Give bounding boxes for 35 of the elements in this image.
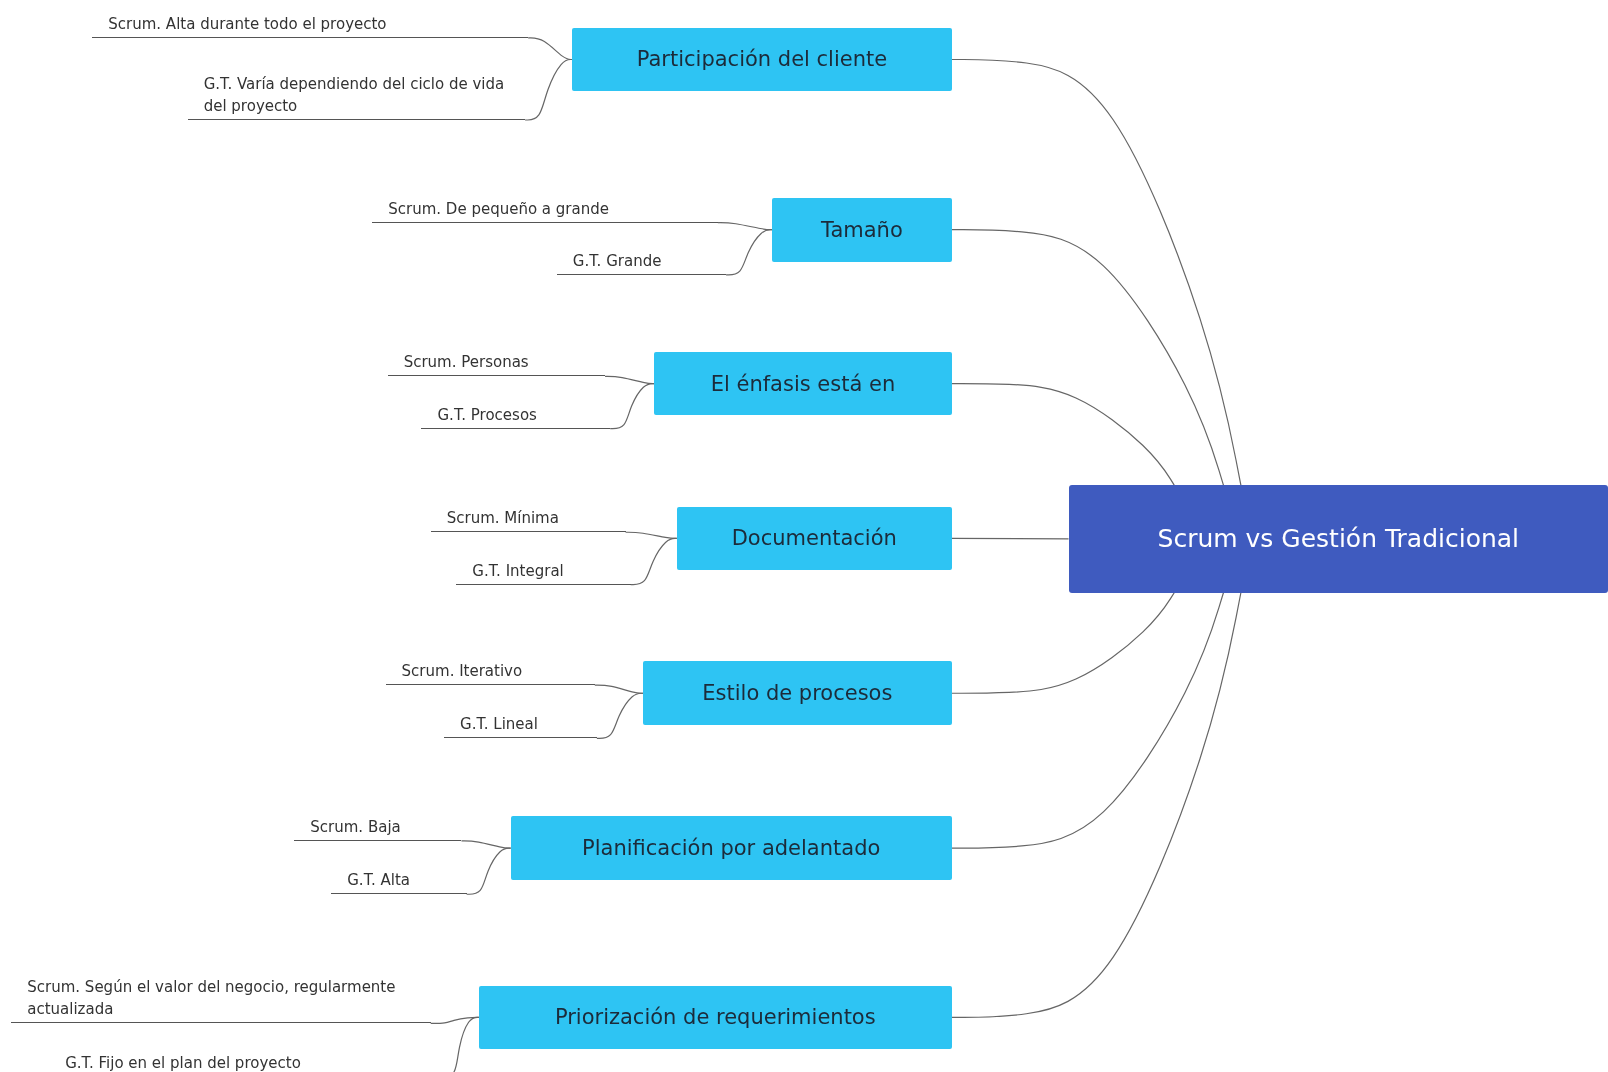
subtopic-text: G.T. Integral: [456, 559, 631, 585]
topic-box: Priorización de requerimientos: [478, 985, 952, 1050]
subtopic-text: G.T. Procesos: [421, 403, 611, 429]
subtopic-text: Scrum. Alta durante todo el proyecto: [92, 12, 529, 38]
subtopic-text: Scrum. Iterativo: [385, 660, 595, 686]
topic-box: Estilo de procesos: [643, 661, 952, 726]
subtopic-text: Scrum. Mínima: [430, 507, 626, 533]
subtopic-text: G.T. Alta: [331, 869, 467, 895]
subtopic-text: Scrum. Baja: [294, 815, 462, 841]
topic-box: Documentación: [676, 506, 952, 571]
topic-box: El énfasis está en: [654, 351, 952, 416]
subtopic-text: Scrum. De pequeño a grande: [372, 197, 718, 223]
connector-line: [466, 847, 512, 895]
subtopic-text: G.T. Grande: [556, 249, 727, 275]
connector-line: [596, 692, 644, 739]
subtopic-text: Scrum. Personas: [387, 351, 606, 377]
subtopic-text: G.T. Varía dependiendo del ciclo de vida del proyecto: [187, 73, 526, 120]
connector-line: [725, 229, 773, 276]
central-topic-box: Scrum vs Gestión Tradicional: [1068, 485, 1608, 593]
connector-line: [951, 592, 1175, 694]
topic-box: Tamaño: [772, 197, 952, 262]
topic-box: Participación del cliente: [572, 27, 952, 92]
connector-line: [951, 537, 1070, 540]
subtopic-text: G.T. Lineal: [444, 713, 597, 739]
connector-line: [951, 229, 1225, 486]
connector-line: [951, 58, 1242, 486]
connector-line: [609, 382, 655, 430]
connector-line: [951, 592, 1225, 849]
connector-line: [951, 592, 1242, 1018]
subtopic-text: G.T. Fijo en el plan del proyecto: [49, 1051, 441, 1072]
connector-line: [630, 537, 678, 586]
topic-box: Planificación por adelantado: [510, 816, 952, 880]
connector-line: [524, 58, 573, 121]
connector-line: [951, 382, 1175, 486]
subtopic-text: Scrum. Según el valor del negocio, regularmente actualizada: [11, 976, 431, 1024]
